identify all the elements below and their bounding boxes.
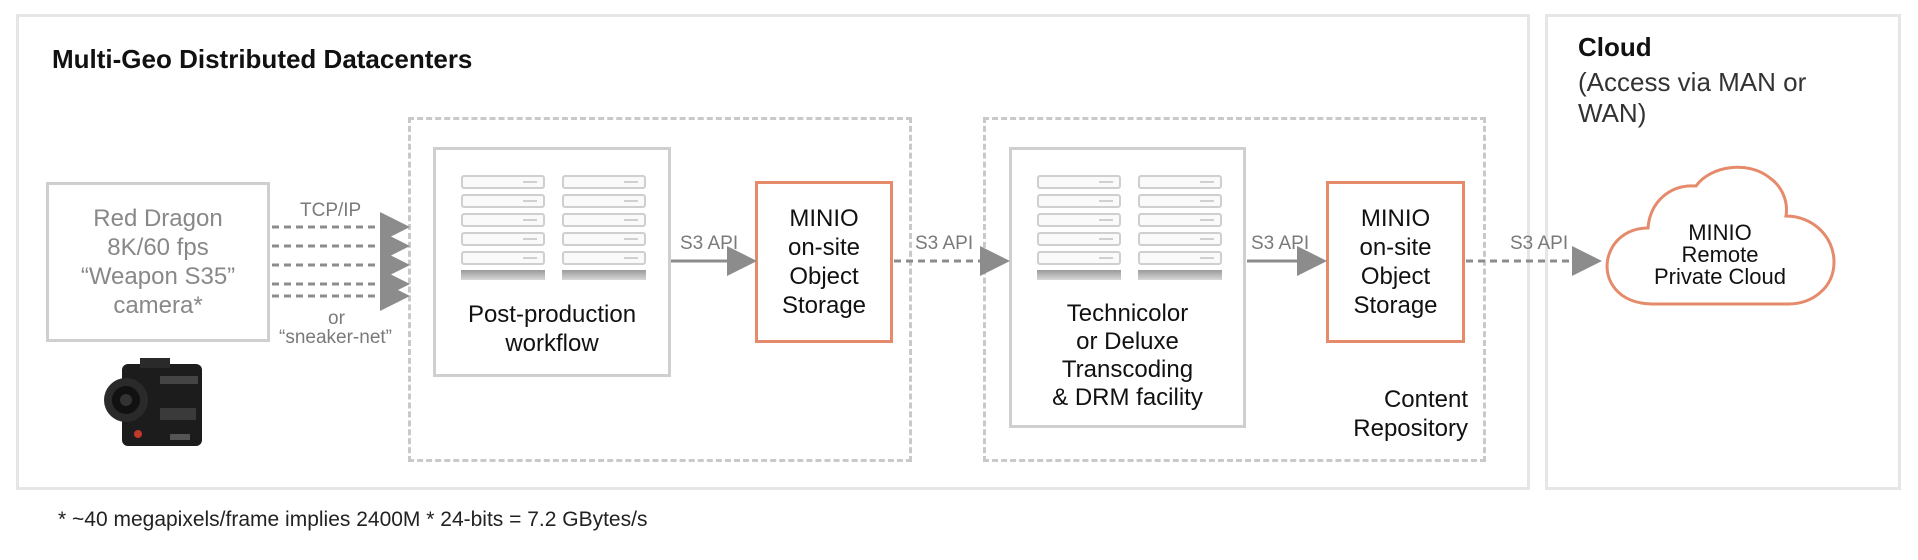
- s3-api-label-4: S3 API: [1510, 233, 1569, 254]
- minio-b-line1: MINIO: [1360, 205, 1431, 232]
- minio-a-line3: Object: [789, 263, 859, 290]
- minio-onsite-storage-b: MINIO on-site Object Storage: [1326, 181, 1465, 343]
- camera-label: Red Dragon 8K/60 fps “Weapon S35” camera…: [81, 204, 235, 320]
- or-label: or: [328, 308, 345, 329]
- camera-line4: camera*: [113, 292, 203, 319]
- cloud-heading: Cloud (Access via MAN or WAN): [1578, 32, 1878, 129]
- cloud-subtitle-line2: WAN): [1578, 98, 1647, 128]
- camera-line1: Red Dragon: [93, 205, 223, 232]
- tcpip-label: TCP/IP: [300, 200, 362, 221]
- minio-a-line1: MINIO: [789, 205, 859, 232]
- content-repository-group: [983, 117, 1486, 462]
- cloud-node-line1: MINIO: [1688, 220, 1752, 245]
- content-repo-line1: Content: [1383, 386, 1468, 413]
- cloud-panel: [1545, 14, 1901, 490]
- content-repo-line2: Repository: [1353, 415, 1468, 442]
- footnote: * ~40 megapixels/frame implies 2400M * 2…: [58, 508, 648, 531]
- content-repository-label: Content Repository: [1300, 385, 1468, 443]
- server-rack-icon: [1037, 175, 1121, 280]
- minio-b-line4: Storage: [1353, 292, 1438, 319]
- datacenters-panel: [16, 14, 1530, 490]
- camera-line2: 8K/60 fps: [107, 234, 209, 261]
- cloud-node-label: MINIO Remote Private Cloud: [1630, 222, 1810, 288]
- technicolor-box: Technicolor or Deluxe Transcoding & DRM …: [1009, 147, 1246, 428]
- server-rack-icon: [461, 175, 545, 280]
- cloud-subtitle-line1: (Access via MAN or: [1578, 67, 1807, 97]
- technicolor-label: Technicolor or Deluxe Transcoding & DRM …: [1012, 300, 1243, 412]
- technicolor-line2: or Deluxe: [1076, 328, 1179, 355]
- post-production-box: Post-production workflow: [433, 147, 671, 377]
- cloud-title: Cloud: [1578, 32, 1652, 62]
- s3-api-label-1: S3 API: [680, 233, 739, 254]
- camera-line3: “Weapon S35”: [80, 263, 236, 290]
- datacenters-title: Multi-Geo Distributed Datacenters: [52, 44, 473, 74]
- cloud-node-line2: Remote: [1681, 242, 1759, 267]
- server-rack-icon: [1138, 175, 1222, 280]
- s3-api-label-3: S3 API: [1251, 233, 1310, 254]
- minio-b-line3: Object: [1360, 263, 1431, 290]
- technicolor-line4: & DRM facility: [1052, 384, 1203, 411]
- technicolor-line1: Technicolor: [1066, 300, 1189, 327]
- server-rack-icon: [562, 175, 646, 280]
- cloud-node-line3: Private Cloud: [1653, 264, 1787, 289]
- s3-api-label-2: S3 API: [915, 233, 974, 254]
- cloud-shape: [1605, 165, 1836, 306]
- post-production-label: Post-production workflow: [436, 300, 668, 358]
- minio-b-line2: on-site: [1359, 234, 1432, 261]
- minio-a-line2: on-site: [787, 234, 861, 261]
- post-production-line1: Post-production: [467, 301, 637, 328]
- cinema-camera-icon: [104, 358, 202, 446]
- sneakernet-label: “sneaker-net”: [279, 327, 392, 348]
- technicolor-line3: Transcoding: [1061, 356, 1194, 383]
- post-production-line2: workflow: [505, 330, 599, 357]
- minio-a-line4: Storage: [781, 292, 867, 319]
- camera-box: Red Dragon 8K/60 fps “Weapon S35” camera…: [46, 182, 270, 342]
